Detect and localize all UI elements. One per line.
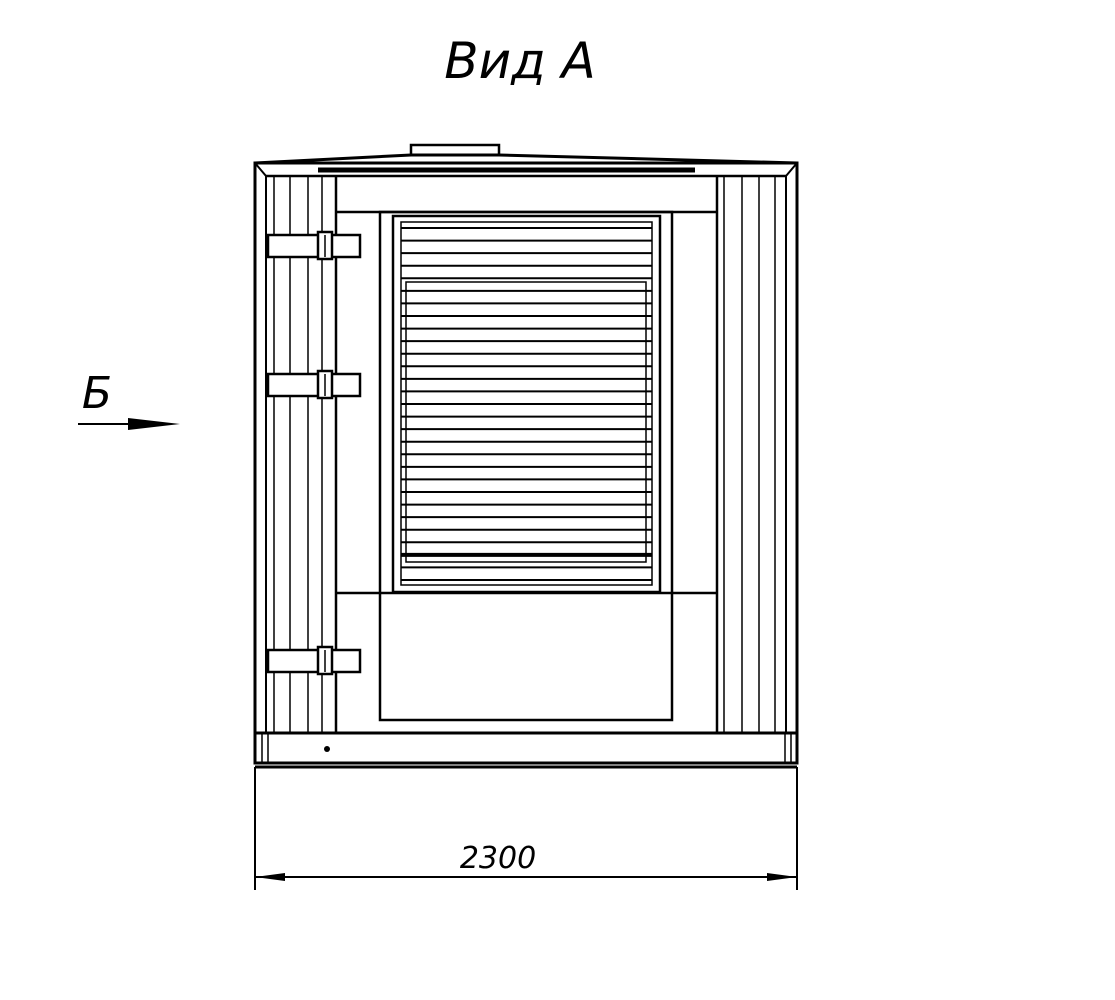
- view-marker-label: Б: [82, 368, 112, 419]
- arrow-icon: [128, 418, 180, 430]
- hinge: [266, 369, 362, 400]
- right-pillar: [715, 176, 787, 733]
- hinges: [266, 230, 362, 676]
- ground-bolt: [324, 746, 330, 752]
- view-title: Вид А: [444, 32, 595, 90]
- dimension-value: 2300: [460, 841, 536, 876]
- louver-slats: [401, 227, 652, 581]
- roof-edge: [254, 153, 798, 165]
- view-marker-b: Б: [78, 368, 180, 430]
- enclosure: [253, 143, 799, 769]
- door-frame: [378, 210, 674, 722]
- hinge: [266, 645, 362, 676]
- dimension-width: 2300: [254, 767, 798, 890]
- outer-frame: [253, 161, 799, 765]
- louver-frame: [391, 214, 662, 594]
- left-pillar: [265, 176, 338, 733]
- hinge: [266, 230, 362, 261]
